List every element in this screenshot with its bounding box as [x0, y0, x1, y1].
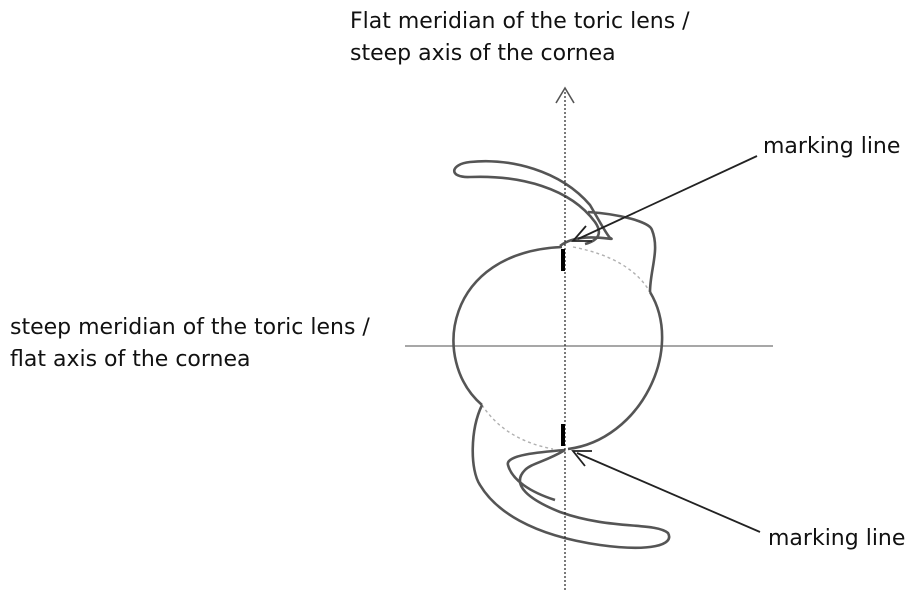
- horizontal-axis-label-line2: flat axis of the cornea: [10, 347, 251, 372]
- optic-hidden-arc-bottom: [481, 404, 554, 450]
- bottom-marking-arrowhead: [571, 450, 592, 467]
- vertical-axis-arrowhead: [555, 86, 575, 104]
- optic-hidden-arc-top: [572, 246, 651, 293]
- top-marking-arrowhead: [571, 225, 592, 242]
- bottom-marking-pointer: [576, 452, 761, 533]
- top-marking-pointer: [577, 155, 758, 240]
- horizontal-axis-label-line1: steep meridian of the toric lens /: [10, 315, 370, 340]
- vertical-axis-label-line1: Flat meridian of the toric lens /: [350, 9, 690, 34]
- horizontal-axis-label: steep meridian of the toric lens / flat …: [10, 312, 370, 376]
- lower-haptic: [471, 404, 671, 550]
- bottom-marking-line: [561, 424, 565, 446]
- top-marking-line: [561, 249, 565, 271]
- vertical-axis-label: Flat meridian of the toric lens / steep …: [350, 6, 690, 70]
- vertical-axis-label-line2: steep axis of the cornea: [350, 41, 616, 66]
- bottom-marking-label: marking line: [768, 526, 906, 551]
- optic-visible-arc-left: [452, 245, 563, 406]
- upper-haptic: [452, 160, 657, 293]
- optic-visible-arc-right: [567, 291, 664, 451]
- top-marking-label: marking line: [763, 134, 901, 159]
